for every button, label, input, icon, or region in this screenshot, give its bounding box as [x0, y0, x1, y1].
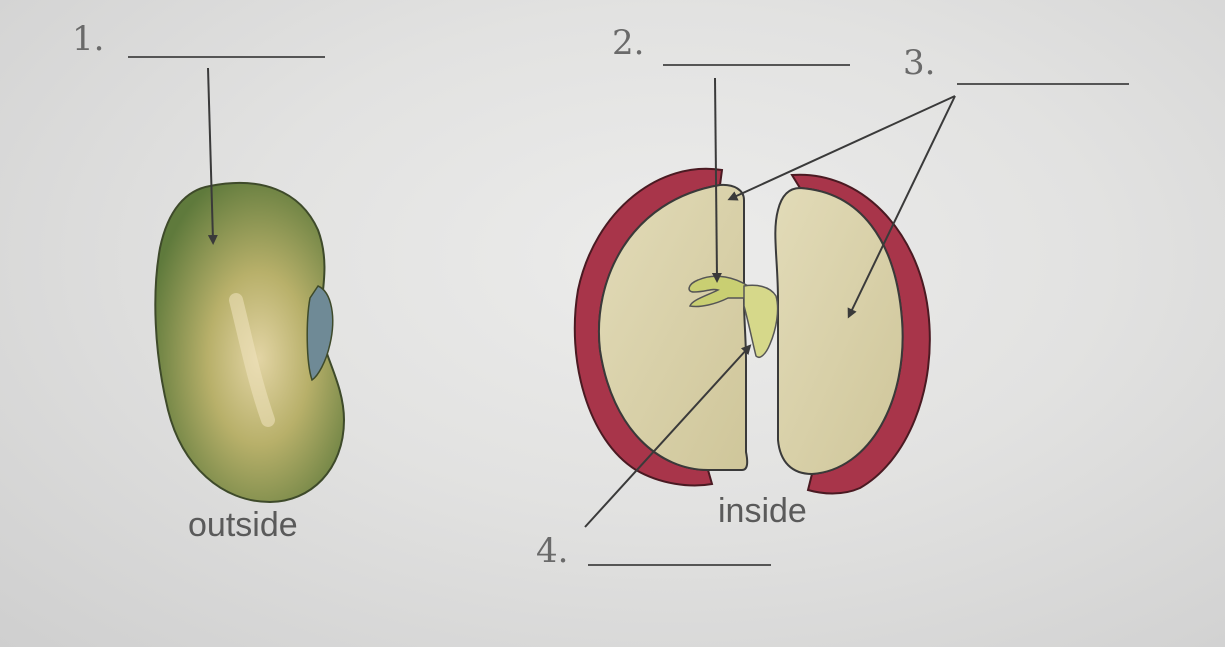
- answer-blank-2[interactable]: [663, 64, 850, 66]
- label-number-2: 2.: [612, 26, 644, 60]
- answer-blank-4[interactable]: [588, 564, 771, 566]
- caption-inside: inside: [718, 494, 807, 528]
- caption-outside: outside: [188, 508, 298, 542]
- arrow-3-left: [732, 96, 955, 198]
- label-number-4: 4.: [536, 534, 568, 568]
- answer-blank-1[interactable]: [128, 56, 325, 58]
- answer-blank-3[interactable]: [957, 83, 1129, 85]
- label-number-1: 1.: [72, 22, 104, 56]
- outside-bean: [155, 183, 344, 502]
- label-number-3: 3.: [903, 46, 935, 80]
- embryo-radicle: [744, 285, 778, 357]
- inside-bean: [575, 169, 930, 494]
